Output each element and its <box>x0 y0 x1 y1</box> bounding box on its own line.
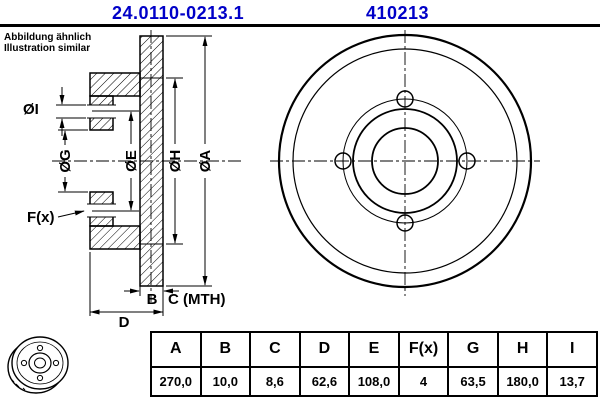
value-i: 13,7 <box>546 365 598 398</box>
technical-drawing: ØA ØH ØE ØG ØI <box>23 30 540 331</box>
dim-label-dia-g: ØG <box>57 149 74 172</box>
value-a: 270,0 <box>150 365 202 398</box>
col-header-h: H <box>496 331 549 368</box>
table-value-row: 270,0 10,0 8,6 62,6 108,0 4 63,5 180,0 1… <box>150 365 598 398</box>
col-header-g: G <box>447 331 499 368</box>
dim-label-dia-a: ØA <box>197 150 214 173</box>
dim-label-dia-e: ØE <box>123 150 140 172</box>
bolt-hole <box>396 214 414 232</box>
value-h: 180,0 <box>496 365 549 398</box>
col-header-i: I <box>546 331 598 368</box>
disc-thumbnail <box>7 336 69 394</box>
dim-label-min-thickness: C (MTH) <box>168 291 225 308</box>
dim-label-dia-h: ØH <box>167 150 184 173</box>
value-fx: 4 <box>397 365 450 398</box>
value-e: 108,0 <box>348 365 400 398</box>
col-header-d: D <box>298 331 351 368</box>
value-c: 8,6 <box>249 365 301 398</box>
dim-label-dia-i: ØI <box>23 101 39 118</box>
front-view <box>270 30 540 296</box>
bolt-hole <box>458 152 476 170</box>
value-g: 63,5 <box>447 365 499 398</box>
col-header-c: C <box>249 331 301 368</box>
dimension-table: A B C D E F(x) G H I 270,0 10,0 8,6 62,6… <box>150 331 598 398</box>
col-header-b: B <box>199 331 252 368</box>
cross-section-view <box>52 30 244 302</box>
center-bore <box>371 127 439 195</box>
dim-label-holes: F(x) <box>27 209 55 226</box>
note-line-de: Abbildung ähnlich <box>4 32 92 43</box>
col-header-fx: F(x) <box>397 331 450 368</box>
dim-label-height: D <box>119 314 130 331</box>
part-number: 24.0110-0213.1 <box>112 3 245 23</box>
reference-number: 410213 <box>366 3 430 23</box>
title-bar: 24.0110-0213.1 410213 <box>0 0 600 27</box>
illustration-note: Abbildung ähnlich Illustration similar <box>4 32 91 54</box>
value-d: 62,6 <box>298 365 351 398</box>
bolt-hole <box>396 90 414 108</box>
dimension-lines: ØA ØH ØE ØG ØI <box>23 35 225 331</box>
col-header-e: E <box>348 331 400 368</box>
dim-label-thickness: B <box>147 291 158 308</box>
col-header-a: A <box>150 331 202 368</box>
bolt-pitch-circle <box>342 98 468 224</box>
value-b: 10,0 <box>199 365 252 398</box>
note-line-en: Illustration similar <box>4 43 91 54</box>
bolt-hole <box>334 152 352 170</box>
table-header-row: A B C D E F(x) G H I <box>150 331 598 368</box>
